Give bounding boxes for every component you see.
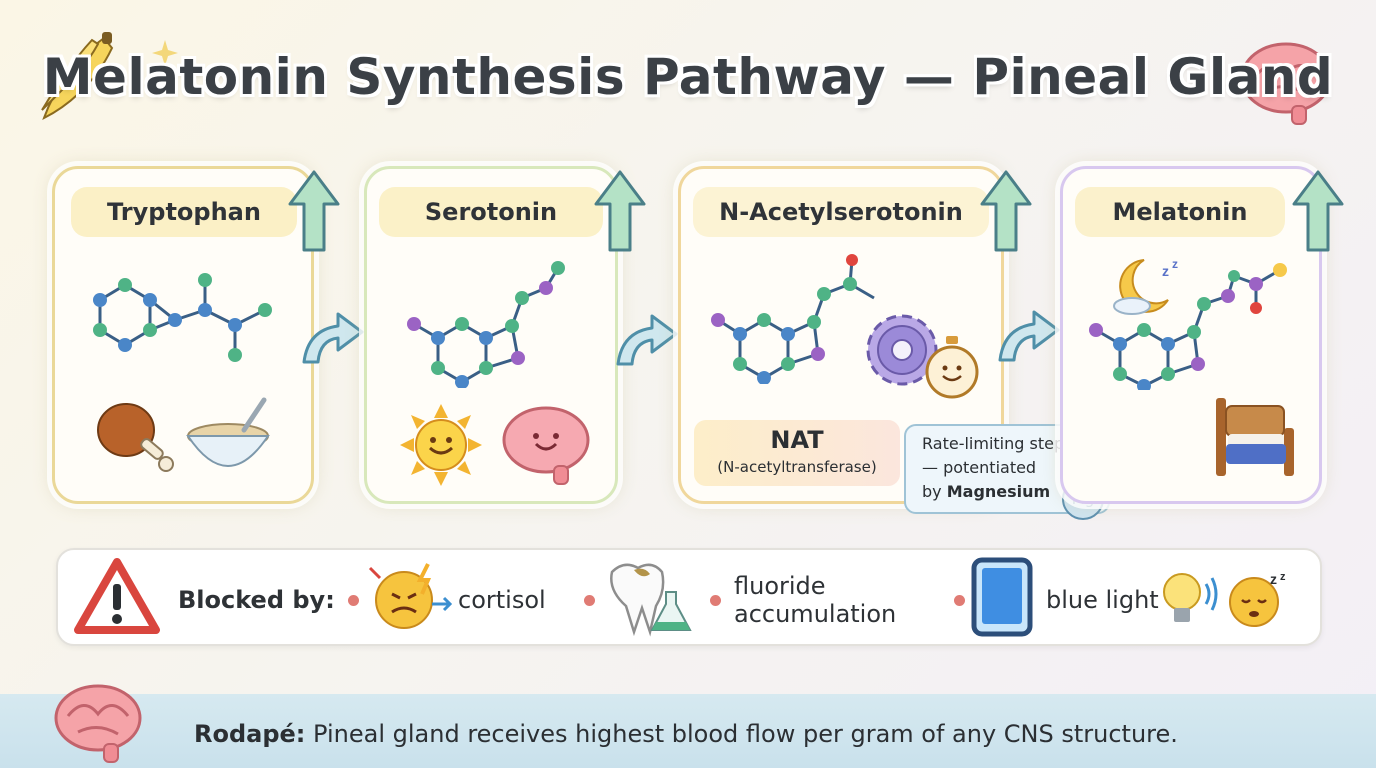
callout-line-2: — potentiated xyxy=(922,458,1037,477)
tooth-flask-icon xyxy=(610,563,692,637)
bullet-dot xyxy=(584,595,595,606)
up-arrow-icon xyxy=(594,170,646,252)
bullet-dot xyxy=(954,595,965,606)
svg-text:z: z xyxy=(1162,263,1169,279)
footer-label: Rodapé: xyxy=(194,720,306,748)
flow-arrow-3 xyxy=(998,310,1060,362)
molecule-n-acetylserotonin xyxy=(711,254,875,384)
svg-text:z: z xyxy=(1172,257,1178,271)
footer-bar xyxy=(0,694,1376,768)
up-arrow-icon xyxy=(288,170,340,252)
sleeping-face-icon: z z xyxy=(1229,571,1286,627)
enzyme-name: NAT xyxy=(770,426,824,454)
blocker-fluoride-line-2: accumulation xyxy=(734,600,897,628)
callout-line-1: Rate-limiting step xyxy=(922,434,1065,453)
flow-arrow-2 xyxy=(616,314,678,366)
up-arrow-icon xyxy=(980,170,1032,252)
bullet-dot xyxy=(348,595,359,606)
gear-icon xyxy=(866,314,938,386)
step-label: Serotonin xyxy=(379,187,603,237)
footer-note: Rodapé: Pineal gland receives highest bl… xyxy=(194,720,1178,748)
blocker-fluoride-line-1: fluoride xyxy=(734,572,826,600)
bullet-dot xyxy=(710,595,721,606)
step-label: N-Acetylserotonin xyxy=(693,187,989,237)
molecule-melatonin xyxy=(1089,263,1287,390)
sparkle-icon xyxy=(152,40,178,66)
stressed-face-icon xyxy=(368,563,452,629)
up-arrow-icon xyxy=(1292,170,1344,252)
step-label: Melatonin xyxy=(1075,187,1285,237)
molecule-tryptophan xyxy=(93,273,272,362)
light-bulb-icon xyxy=(1163,573,1218,622)
magnesium-label: Magnesium xyxy=(946,482,1051,501)
happy-brain-icon xyxy=(502,406,590,485)
svg-text:z: z xyxy=(1280,571,1286,583)
blocked-by-label: Blocked by: xyxy=(178,586,335,614)
blocker-blue-light: blue light xyxy=(1046,586,1159,614)
banana-icon xyxy=(41,32,114,121)
svg-text:z: z xyxy=(1270,571,1277,587)
tablet-icon xyxy=(971,557,1033,637)
blocker-cortisol: cortisol xyxy=(458,586,546,614)
oatmeal-bowl-icon xyxy=(186,397,270,467)
callout-line-3: by Magnesium xyxy=(922,482,1050,501)
enzyme-full-name: (N-acetyltransferase) xyxy=(717,458,877,476)
enzyme-nat: NAT (N-acetyltransferase) xyxy=(694,420,900,486)
footer-text: Pineal gland receives highest blood flow… xyxy=(305,720,1178,748)
warning-icon xyxy=(74,558,160,634)
sun-icon xyxy=(400,404,482,486)
molecule-serotonin xyxy=(407,261,565,388)
flow-arrow-1 xyxy=(302,312,364,364)
stopwatch-icon xyxy=(925,336,979,399)
moon-sleep-icon: z z xyxy=(1113,257,1178,315)
brain-icon xyxy=(1240,42,1332,125)
page-title: Melatonin Synthesis Pathway — Pineal Gla… xyxy=(42,48,1334,106)
callout-line-3-prefix: by xyxy=(922,482,947,501)
step-label: Tryptophan xyxy=(71,187,297,237)
bed-icon xyxy=(1216,398,1294,476)
brain-icon xyxy=(54,684,142,763)
chicken-leg-icon xyxy=(97,403,174,472)
